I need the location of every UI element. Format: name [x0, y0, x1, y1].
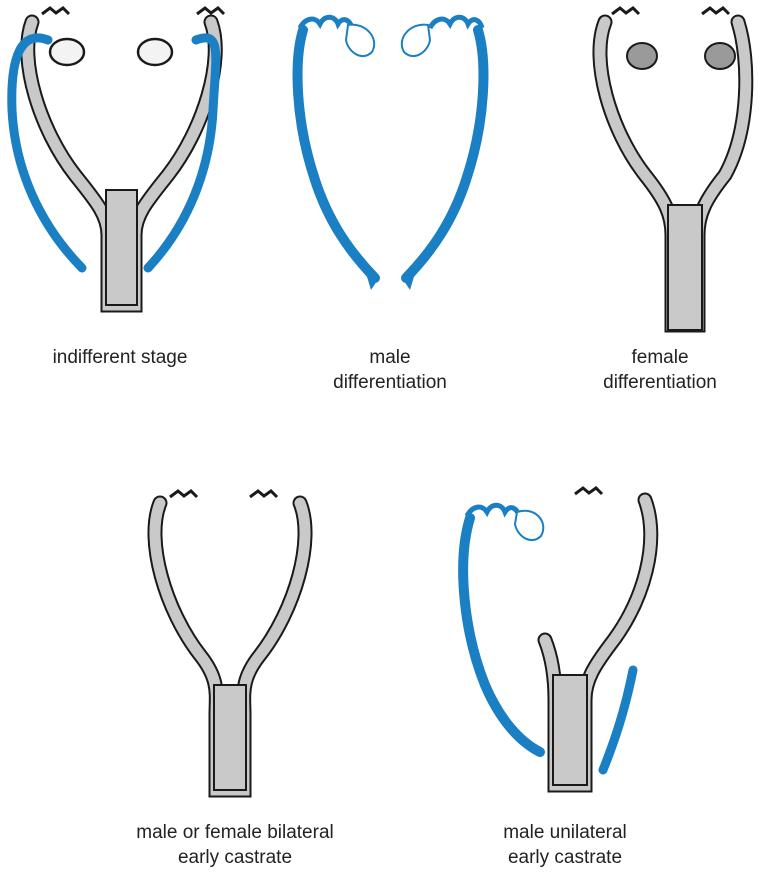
caption-male-differentiation: male differentiation: [290, 345, 490, 395]
mullerian-duct-system: [545, 488, 651, 785]
mullerian-duct-system: [155, 491, 305, 790]
right-testis: [402, 25, 430, 56]
male-duct-diagram: [270, 0, 510, 320]
left-vas-deferens: [298, 30, 375, 278]
right-vas-deferens: [406, 30, 483, 278]
left-testis: [515, 511, 543, 540]
right-gonad: [138, 39, 172, 65]
caption-line-2: early castrate: [115, 845, 355, 870]
caption-line-2: differentiation: [560, 370, 760, 395]
panel-female-differentiation: female differentiation: [560, 0, 760, 400]
left-epididymis: [300, 17, 352, 28]
female-duct-diagram: [560, 0, 760, 340]
unilateral-duct-diagram: [445, 480, 685, 800]
panel-unilateral-castrate: male unilateral early castrate: [445, 480, 685, 877]
caption-line-2: early castrate: [465, 845, 665, 870]
right-epididymis: [430, 17, 482, 28]
caption-line-1: male or female bilateral: [115, 820, 355, 845]
caption-indifferent-stage: indifferent stage: [20, 345, 220, 370]
caption-female-differentiation: female differentiation: [560, 345, 760, 395]
right-ovary: [705, 43, 735, 69]
panel-male-differentiation: male differentiation: [270, 0, 510, 400]
panel-indifferent-stage: indifferent stage: [0, 0, 240, 400]
right-wolffian-remnant: [603, 670, 633, 770]
caption-line-2: differentiation: [290, 370, 490, 395]
left-ovary: [627, 43, 657, 69]
caption-line-1: male unilateral: [465, 820, 665, 845]
caption-line-1: male: [290, 345, 490, 370]
caption-bilateral-castrate: male or female bilateral early castrate: [115, 820, 355, 870]
caption-unilateral-castrate: male unilateral early castrate: [465, 820, 665, 870]
left-epididymis: [467, 505, 519, 516]
left-testis: [346, 25, 374, 56]
caption-line-1: female: [560, 345, 760, 370]
indifferent-duct-diagram: [0, 0, 240, 320]
caption-line-1: indifferent stage: [20, 345, 220, 370]
left-vas-deferens: [463, 518, 540, 752]
bilateral-duct-diagram: [130, 485, 370, 805]
panel-bilateral-castrate: male or female bilateral early castrate: [130, 485, 370, 877]
left-gonad: [50, 39, 84, 65]
